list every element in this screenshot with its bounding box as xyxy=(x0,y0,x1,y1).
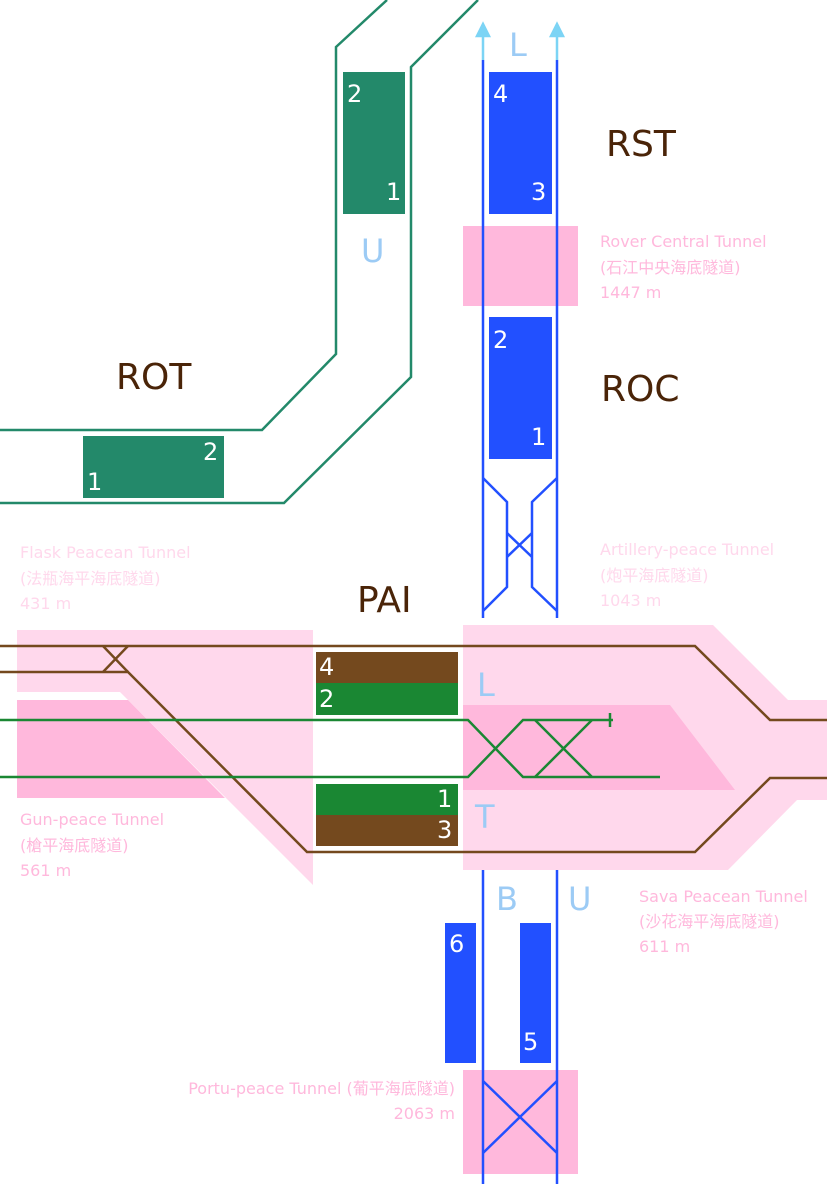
arrow-up-icon xyxy=(548,21,566,38)
svg-text:(石江中央海底隧道): (石江中央海底隧道) xyxy=(600,258,741,277)
tunnel-label-portu: Portu-peace Tunnel (葡平海底隧道) 2063 m xyxy=(188,1079,455,1123)
svg-text:Gun-peace Tunnel: Gun-peace Tunnel xyxy=(20,810,164,829)
platform-number: 2 xyxy=(493,326,508,354)
platform-south-6: 6 xyxy=(445,923,476,1063)
svg-text:1447 m: 1447 m xyxy=(600,283,661,302)
svg-text:(法瓶海平海底隧道): (法瓶海平海底隧道) xyxy=(20,569,161,588)
svg-text:561 m: 561 m xyxy=(20,861,71,880)
tunnel-label-rover: Rover Central Tunnel (石江中央海底隧道) 1447 m xyxy=(600,232,767,302)
svg-text:Rover Central Tunnel: Rover Central Tunnel xyxy=(600,232,767,251)
platform-number: 3 xyxy=(531,178,546,206)
platform-roc: 2 1 xyxy=(489,317,552,459)
platform-pai-lower: 1 3 xyxy=(316,784,458,846)
island-line-tracks xyxy=(481,60,559,1184)
station-label-rot: ROT xyxy=(116,357,192,398)
up-arrows xyxy=(474,21,566,60)
arrow-up-icon xyxy=(474,21,492,38)
platform-number: 6 xyxy=(449,930,464,958)
tung-line-tracks xyxy=(0,644,827,854)
tunnel-label-sava: Sava Peacean Tunnel (沙花海平海底隧道) 611 m xyxy=(639,887,808,956)
platform-number: 1 xyxy=(531,423,546,451)
south-line-tracks xyxy=(0,0,479,505)
svg-text:431 m: 431 m xyxy=(20,594,71,613)
flask-tunnel-zone xyxy=(17,630,313,885)
platform-number: 5 xyxy=(523,1028,538,1056)
sava-tunnel-zone-inner xyxy=(463,705,735,790)
svg-text:Artillery-peace Tunnel: Artillery-peace Tunnel xyxy=(600,540,774,559)
direction-label: T xyxy=(474,798,495,836)
platform-number: 2 xyxy=(319,685,334,713)
platform-pai-upper: 4 2 xyxy=(316,652,458,715)
svg-text:2063 m: 2063 m xyxy=(394,1104,455,1123)
svg-text:Portu-peace Tunnel (葡平海底隧道): Portu-peace Tunnel (葡平海底隧道) xyxy=(188,1079,455,1098)
platform-number: 4 xyxy=(319,653,334,681)
svg-text:1043 m: 1043 m xyxy=(600,591,661,610)
svg-text:(槍平海底隧道): (槍平海底隧道) xyxy=(20,836,129,855)
platform-number: 1 xyxy=(437,785,452,813)
station-label-rst: RST xyxy=(606,124,677,165)
station-label-pai: PAI xyxy=(357,580,412,621)
platform-rst: 4 3 xyxy=(489,72,552,214)
svg-text:Sava Peacean Tunnel: Sava Peacean Tunnel xyxy=(639,887,808,906)
platform-number: 1 xyxy=(87,468,102,496)
svg-text:(沙花海平海底隧道): (沙花海平海底隧道) xyxy=(639,912,780,931)
direction-label: L xyxy=(509,26,527,64)
direction-label: U xyxy=(361,232,384,270)
svg-text:Flask Peacean Tunnel: Flask Peacean Tunnel xyxy=(20,543,191,562)
platform-rot-horizontal: 2 1 xyxy=(83,436,224,498)
tunnel-label-artillery: Artillery-peace Tunnel (炮平海底隧道) 1043 m xyxy=(600,540,774,610)
platform-number: 4 xyxy=(493,80,508,108)
tunnel-label-gun: Gun-peace Tunnel (槍平海底隧道) 561 m xyxy=(20,810,164,880)
platform-number: 2 xyxy=(347,80,362,108)
direction-label: L xyxy=(477,666,495,704)
tsing-line-tracks xyxy=(0,713,660,779)
direction-label: B xyxy=(496,880,518,918)
tunnel-label-flask: Flask Peacean Tunnel (法瓶海平海底隧道) 431 m xyxy=(20,543,191,613)
gun-tunnel-zone xyxy=(17,700,225,798)
rover-tunnel-zone xyxy=(463,226,578,306)
portu-tunnel-zone xyxy=(463,1070,578,1174)
svg-text:611 m: 611 m xyxy=(639,937,690,956)
direction-label: U xyxy=(568,880,591,918)
svg-text:(炮平海底隧道): (炮平海底隧道) xyxy=(600,566,709,585)
platform-number: 2 xyxy=(203,438,218,466)
platform-number: 1 xyxy=(386,178,401,206)
platform-rot-vertical: 2 1 xyxy=(343,72,405,214)
platform-south-5: 5 xyxy=(520,923,551,1063)
platform-number: 3 xyxy=(437,816,452,844)
station-label-roc: ROC xyxy=(601,369,680,410)
